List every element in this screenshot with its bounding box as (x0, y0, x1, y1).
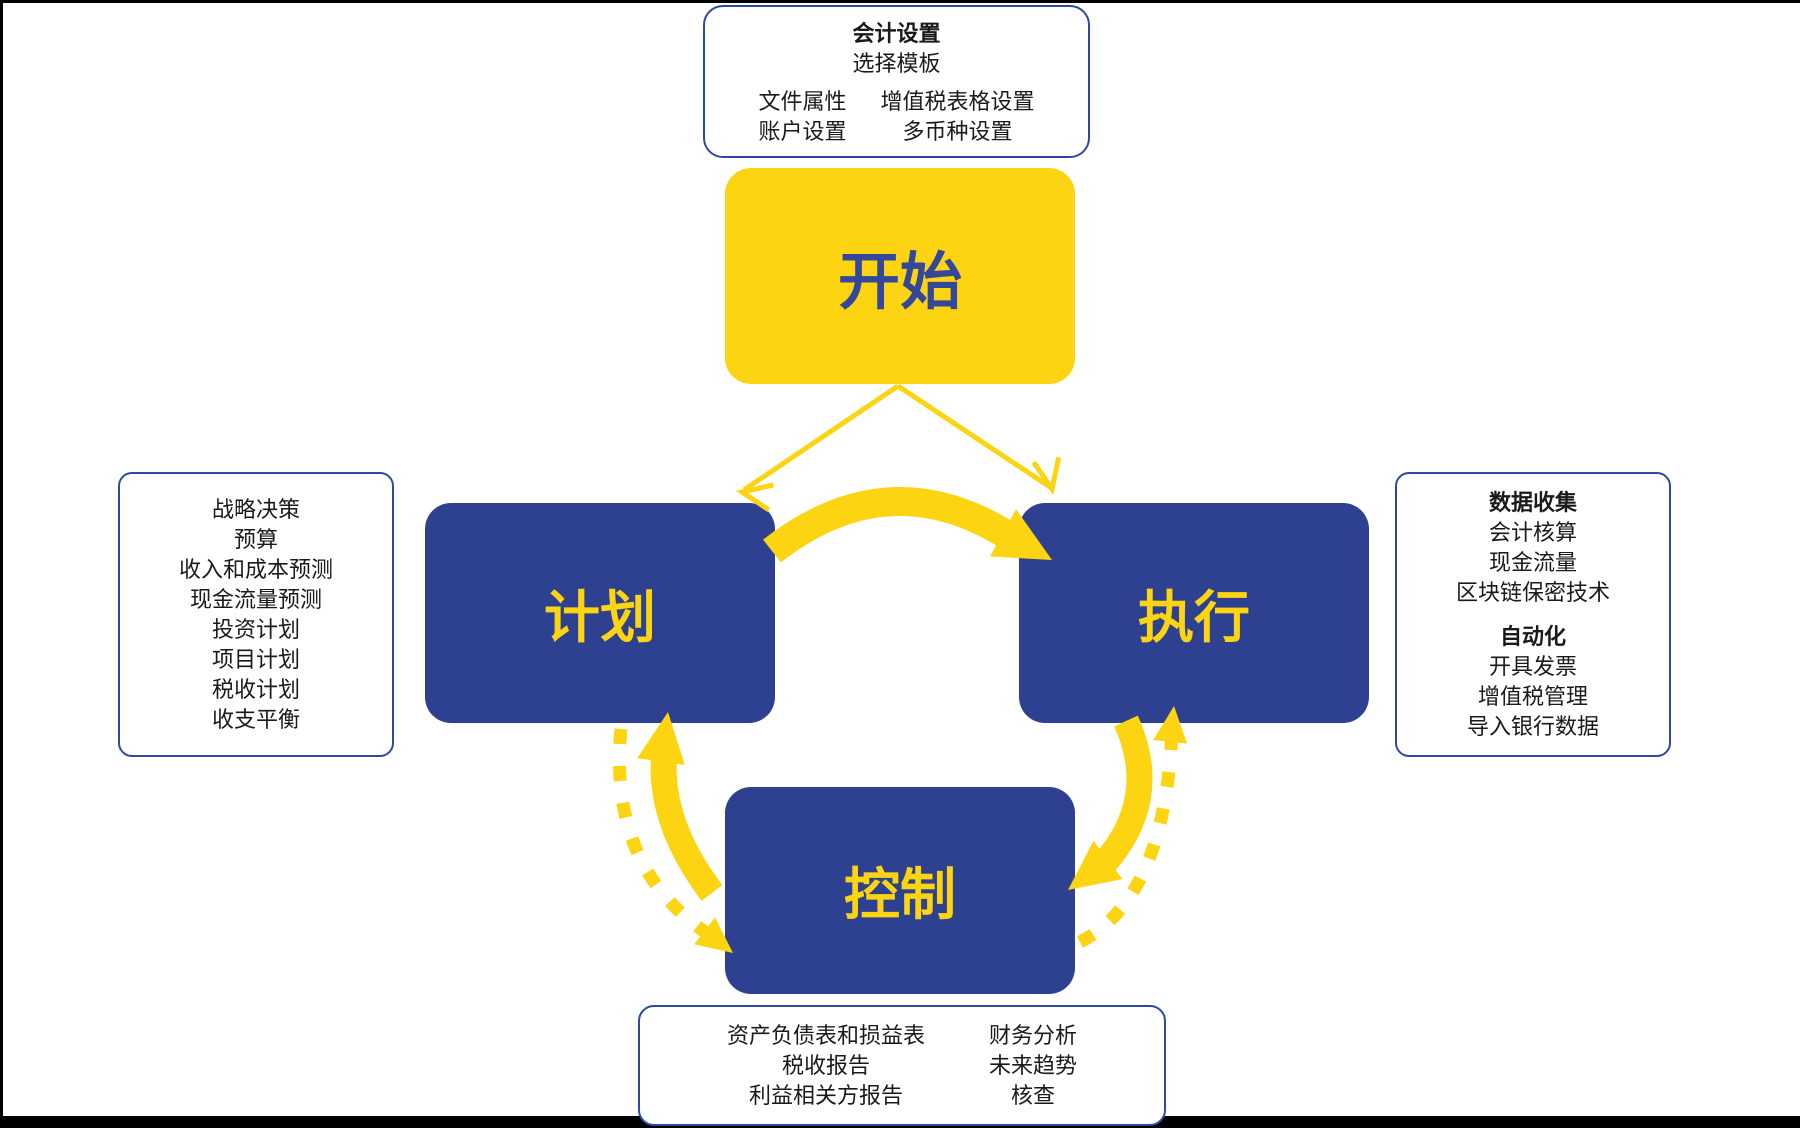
execute-details-section-data-collection: 数据收集 会计核算 现金流量 区块链保密技术 (1456, 488, 1610, 608)
node-plan-label: 计划 (544, 585, 656, 649)
control-details-col2: 财务分析 未来趋势 核查 (989, 1022, 1078, 1108)
arrow-control-to-plan-icon (637, 712, 723, 901)
execute-details-section-automation: 自动化 开具发票 增值税管理 导入银行数据 (1467, 622, 1599, 742)
accounting-setup-title: 会计设置 (852, 21, 941, 46)
plan-details-list: 战略决策 预算 收入和成本预测 现金流量预测 投资计划 项目计划 税收计划 收支… (178, 496, 333, 732)
arrow-start-to-execute-icon (896, 383, 1062, 496)
automation-title: 自动化 (1499, 623, 1566, 649)
accounting-setup-col2: 增值税表格设置 多币种设置 (880, 89, 1035, 144)
automation-list: 开具发票 增值税管理 导入银行数据 (1466, 653, 1599, 739)
callout-execute-details: 数据收集 会计核算 现金流量 区块链保密技术 自动化 开具发票 增值税管理 导入… (1395, 472, 1671, 757)
accounting-setup-subtitle: 选择模板 (852, 51, 941, 76)
node-control: 控制 (725, 787, 1075, 994)
control-details-col1: 资产负债表和损益表 税收报告 利益相关方报告 (726, 1022, 925, 1108)
callout-plan-details: 战略决策 预算 收入和成本预测 现金流量预测 投资计划 项目计划 税收计划 收支… (118, 472, 394, 757)
arrow-control-to-execute-icon (1076, 706, 1188, 948)
node-start-label: 开始 (837, 248, 962, 317)
arrow-start-to-plan-icon (735, 383, 900, 513)
callout-accounting-setup: 会计设置 选择模板 文件属性 账户设置 增值税表格设置 多币种设置 (703, 5, 1090, 158)
node-plan: 计划 (425, 503, 775, 723)
frame-top-edge (0, 0, 1800, 3)
frame-left-edge (0, 0, 3, 1116)
accounting-setup-col1: 文件属性 账户设置 (758, 89, 847, 144)
node-control-label: 控制 (844, 863, 956, 926)
callout-control-details: 资产负债表和损益表 税收报告 利益相关方报告 财务分析 未来趋势 核查 (638, 1005, 1166, 1126)
node-execute-label: 执行 (1138, 585, 1250, 649)
data-collection-list: 会计核算 现金流量 区块链保密技术 (1455, 519, 1610, 605)
node-start: 开始 (725, 168, 1075, 384)
node-execute: 执行 (1019, 503, 1369, 723)
data-collection-title: 数据收集 (1488, 489, 1577, 515)
